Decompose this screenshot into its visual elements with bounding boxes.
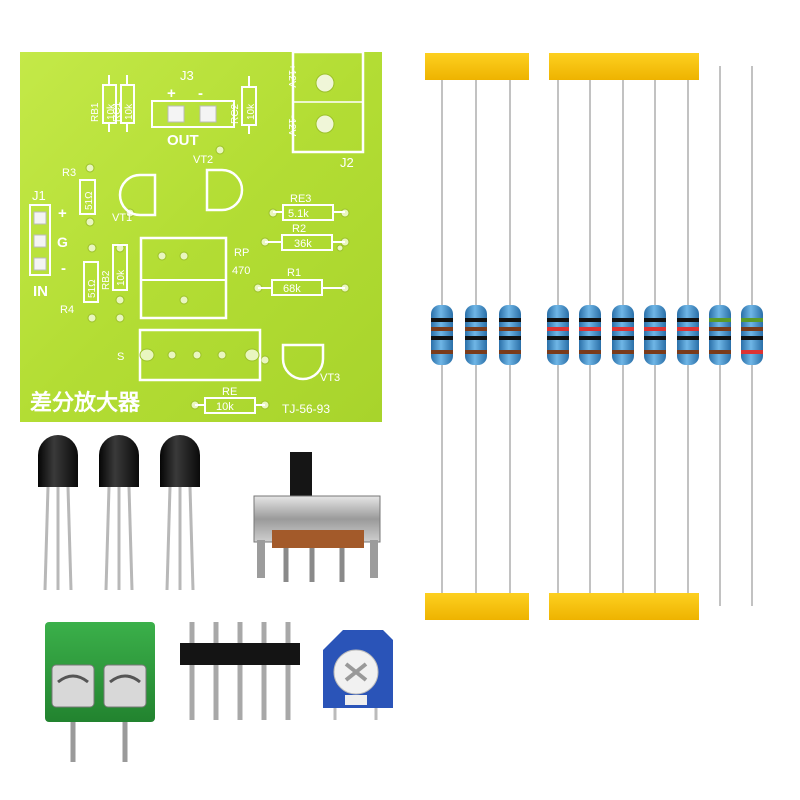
resistor-6: [612, 305, 634, 365]
trimmer-potentiometer: [323, 630, 393, 720]
tape-bottom-left: [425, 593, 529, 620]
tape-top-left: [425, 53, 529, 80]
resistor-8: [677, 305, 699, 365]
resistor-3: [499, 305, 521, 365]
j2-terminal-footprint: [291, 50, 365, 154]
transistor-1: [38, 435, 78, 591]
rp-label: RP: [234, 247, 249, 259]
r3-label: R3: [62, 167, 76, 179]
r3-value: 51Ω: [84, 191, 95, 210]
resistor-10: [741, 305, 763, 365]
vt3-outline: [281, 343, 325, 381]
board-model: TJ-56-93: [282, 402, 330, 416]
transistor-3: [160, 435, 200, 591]
j1-plus-label: +: [58, 205, 67, 222]
vt2-outline: [205, 168, 244, 212]
vt2-label: VT2: [193, 154, 213, 166]
board-title-cn: 差分放大器: [30, 390, 141, 416]
r1-footprint: [258, 279, 345, 296]
vt3-label: VT3: [320, 372, 340, 384]
tape-bottom-right: [549, 593, 699, 620]
r3-footprint: [79, 179, 96, 215]
r2-footprint: [265, 234, 345, 251]
rc2-value: 10k: [246, 103, 257, 120]
rb1-rc1-footprint: [102, 75, 135, 132]
r4-rb2-footprint: [83, 244, 128, 303]
j1-header: [29, 204, 51, 276]
j3-plus-label: +: [167, 85, 176, 102]
pin-header: [180, 622, 300, 720]
pcb-board: J3 + - OUT RB1 10k RC1 10k RC2 10k +12V: [20, 50, 382, 422]
r1-label: R1: [287, 267, 301, 279]
resistor-1: [431, 305, 453, 365]
rc1-label: RC1: [112, 102, 123, 122]
r1-value: 68k: [283, 283, 301, 295]
rp-value: 470: [232, 265, 250, 277]
resistor-tape: [425, 53, 763, 620]
resistor-2: [465, 305, 487, 365]
re3-value: 5.1k: [288, 208, 309, 220]
rb1-value: 10k: [106, 103, 117, 120]
slide-switch: [253, 452, 381, 582]
resistor-5: [579, 305, 601, 365]
rb1-label: RB1: [90, 102, 101, 122]
re-footprint: [195, 397, 265, 414]
rb2-label: RB2: [101, 270, 112, 290]
out-label: OUT: [167, 132, 199, 149]
re3-label: RE3: [290, 193, 311, 205]
resistor-4: [547, 305, 569, 365]
screw-terminal: [45, 622, 155, 762]
vt1-label: VT1: [112, 212, 132, 224]
r4-value: 51Ω: [87, 279, 98, 298]
resistor-7: [644, 305, 666, 365]
re3-footprint: [273, 204, 345, 221]
r2-label: R2: [292, 223, 306, 235]
r4-label: R4: [60, 304, 74, 316]
vt1-outline: [118, 173, 157, 217]
rp-footprint: [139, 236, 228, 320]
switch-footprint: [138, 328, 262, 382]
j3-header: [151, 100, 235, 128]
in-label: IN: [33, 283, 48, 300]
j1-minus-label: -: [61, 260, 66, 277]
j2-neg-label: -12V: [286, 115, 297, 136]
re-value: 10k: [216, 401, 234, 413]
resistor-9: [709, 305, 731, 365]
re-label: RE: [222, 386, 237, 398]
j1-g-label: G: [57, 234, 68, 250]
j1-label: J1: [32, 188, 46, 203]
j3-label: J3: [180, 68, 194, 83]
rc1-value: 10k: [124, 103, 135, 120]
r2-value: 36k: [294, 238, 312, 250]
transistor-2: [99, 435, 139, 591]
s-label: S: [117, 351, 124, 363]
rc2-label: RC2: [230, 104, 241, 124]
rc2-footprint: [241, 76, 257, 134]
j3-minus-label: -: [198, 85, 203, 102]
j2-label: J2: [340, 155, 354, 170]
rb2-value: 10k: [116, 269, 127, 286]
tape-top-right: [549, 53, 699, 80]
j2-pos-label: +12V: [286, 64, 297, 88]
